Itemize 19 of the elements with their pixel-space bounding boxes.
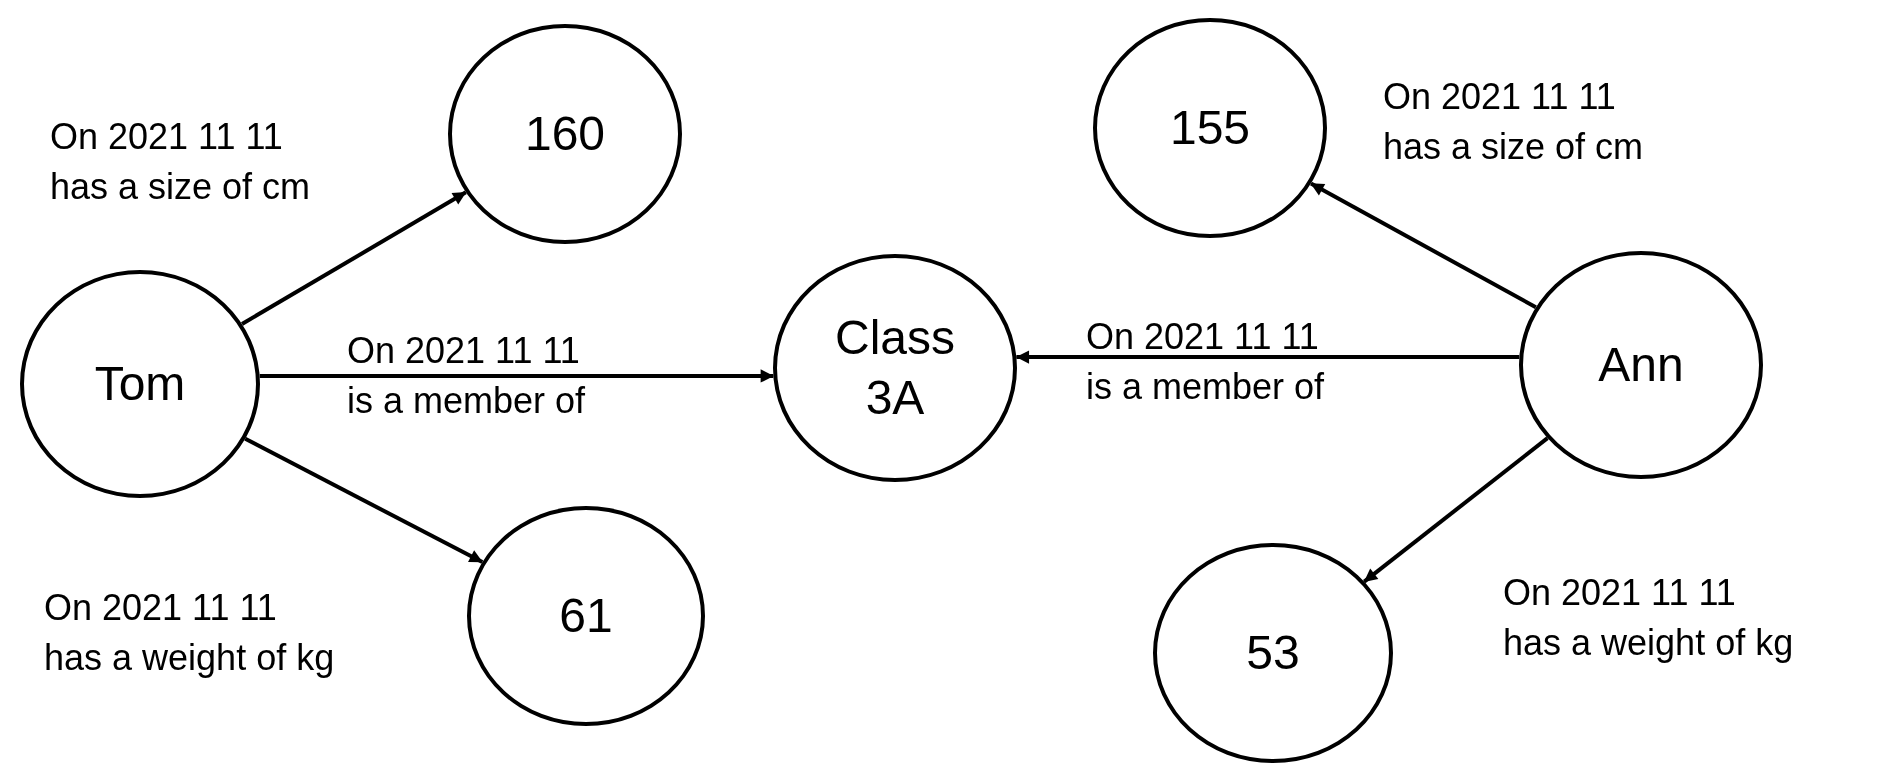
arrow (241, 190, 467, 326)
arrow (1363, 436, 1549, 584)
arrow (259, 369, 774, 383)
arrow (1015, 350, 1520, 364)
node-label: 53 (1246, 625, 1300, 681)
edge-label: On 2021 11 11 has a weight of kg (1503, 571, 1795, 666)
arrow (244, 436, 484, 564)
node-label: 160 (524, 106, 606, 162)
arrow (1310, 181, 1537, 309)
node-label: 61 (559, 588, 613, 644)
node-label: Ann (1598, 337, 1684, 393)
node-label: Class 3A (834, 310, 956, 426)
node-label: Tom (94, 356, 186, 412)
node-label: 155 (1169, 100, 1251, 156)
edge-label: On 2021 11 11 has a size of cm (50, 115, 312, 210)
edge-label: On 2021 11 11 is a member of (347, 329, 587, 424)
edge-label: On 2021 11 11 has a weight of kg (44, 586, 336, 681)
edge-label: On 2021 11 11 has a size of cm (1383, 75, 1645, 170)
edge-label: On 2021 11 11 is a member of (1086, 315, 1326, 410)
